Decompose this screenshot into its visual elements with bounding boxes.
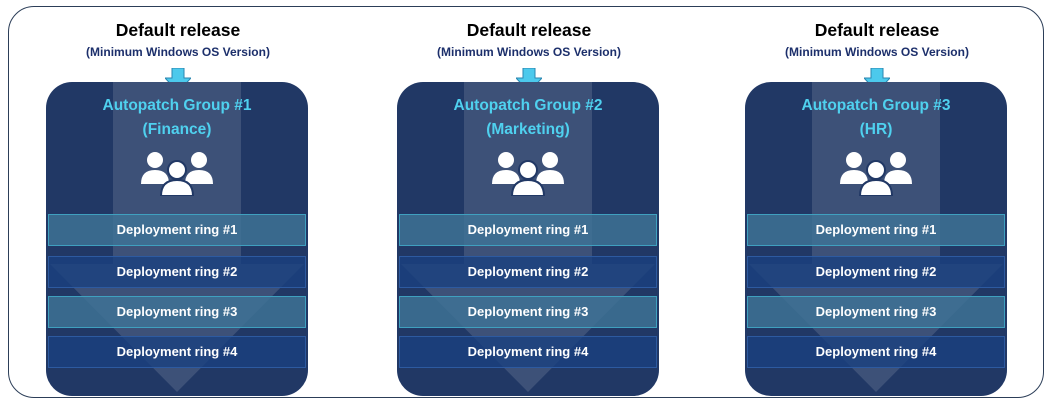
diagram-frame xyxy=(8,6,1044,398)
people-group-icon xyxy=(492,152,564,196)
deployment-ring-4[interactable]: Deployment ring #4 xyxy=(48,336,306,368)
release-title: Default release xyxy=(115,20,241,40)
autopatch-column-1: Default release (Minimum Windows OS Vers… xyxy=(46,0,310,408)
group-department: (Finance) xyxy=(142,121,212,138)
release-subtitle: (Minimum Windows OS Version) xyxy=(785,45,969,59)
release-subtitle: (Minimum Windows OS Version) xyxy=(437,45,621,59)
deployment-ring-3[interactable]: Deployment ring #3 xyxy=(747,296,1005,328)
deployment-ring-1[interactable]: Deployment ring #1 xyxy=(747,214,1005,246)
group-department: (Marketing) xyxy=(486,121,570,138)
deployment-ring-1[interactable]: Deployment ring #1 xyxy=(48,214,306,246)
group-name: Autopatch Group #1 xyxy=(102,97,252,114)
autopatch-group-card[interactable]: Autopatch Group #1 (Finance) Deployment … xyxy=(46,82,308,396)
deployment-ring-4[interactable]: Deployment ring #4 xyxy=(747,336,1005,368)
autopatch-group-card[interactable]: Autopatch Group #2 (Marketing) Deploymen… xyxy=(397,82,659,396)
deployment-ring-3[interactable]: Deployment ring #3 xyxy=(399,296,657,328)
deployment-ring-4[interactable]: Deployment ring #4 xyxy=(399,336,657,368)
deployment-ring-2[interactable]: Deployment ring #2 xyxy=(747,256,1005,288)
release-subtitle: (Minimum Windows OS Version) xyxy=(86,45,270,59)
people-group-icon xyxy=(141,152,213,196)
deployment-ring-3[interactable]: Deployment ring #3 xyxy=(48,296,306,328)
autopatch-column-2: Default release (Minimum Windows OS Vers… xyxy=(397,0,661,408)
group-department: (HR) xyxy=(859,121,893,138)
release-title: Default release xyxy=(814,20,940,40)
deployment-ring-1[interactable]: Deployment ring #1 xyxy=(399,214,657,246)
release-title: Default release xyxy=(466,20,592,40)
group-name: Autopatch Group #3 xyxy=(801,97,951,114)
autopatch-column-3: Default release (Minimum Windows OS Vers… xyxy=(745,0,1009,408)
group-name: Autopatch Group #2 xyxy=(453,97,603,114)
people-group-icon xyxy=(840,152,912,196)
deployment-ring-2[interactable]: Deployment ring #2 xyxy=(399,256,657,288)
deployment-ring-2[interactable]: Deployment ring #2 xyxy=(48,256,306,288)
autopatch-group-card[interactable]: Autopatch Group #3 (HR) Deployment ring … xyxy=(745,82,1007,396)
